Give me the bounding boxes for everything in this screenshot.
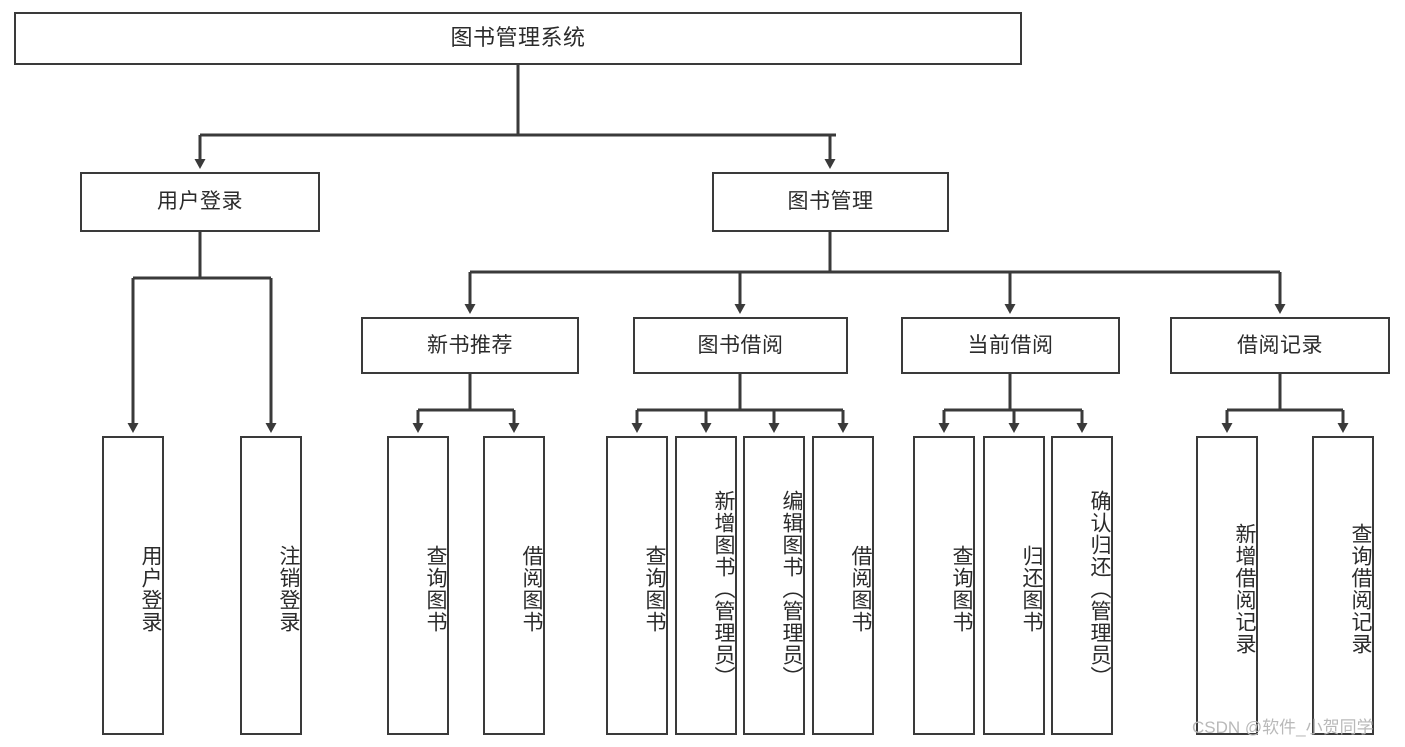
node-new-book-rec-label: 新书推荐 xyxy=(427,333,513,357)
node-leaf-edit-book[interactable]: 编辑图书（管理员） xyxy=(743,436,805,735)
node-leaf-borrow-book-2-label: 借阅图书 xyxy=(849,544,872,633)
node-leaf-confirm-return-label: 确认归还（管理员） xyxy=(1088,489,1111,688)
node-leaf-logout[interactable]: 注销登录 xyxy=(240,436,302,735)
node-leaf-add-book-label: 新增图书（管理员） xyxy=(712,489,735,688)
node-leaf-add-record-label: 新增借阅记录 xyxy=(1233,522,1256,655)
node-leaf-query-book-1-label: 查询图书 xyxy=(424,544,447,633)
node-leaf-query-book-1[interactable]: 查询图书 xyxy=(387,436,449,735)
node-root-label: 图书管理系统 xyxy=(450,25,586,51)
node-leaf-edit-book-label: 编辑图书（管理员） xyxy=(780,489,803,688)
node-book-borrow[interactable]: 图书借阅 xyxy=(633,317,848,374)
node-user-login-label: 用户登录 xyxy=(157,190,243,214)
node-leaf-borrow-book-1[interactable]: 借阅图书 xyxy=(483,436,545,735)
node-leaf-return-book-label: 归还图书 xyxy=(1020,544,1043,633)
node-leaf-add-book[interactable]: 新增图书（管理员） xyxy=(675,436,737,735)
node-leaf-logout-label: 注销登录 xyxy=(277,544,300,633)
node-book-borrow-label: 图书借阅 xyxy=(697,333,784,357)
node-borrow-record[interactable]: 借阅记录 xyxy=(1170,317,1390,374)
node-user-login[interactable]: 用户登录 xyxy=(80,172,320,232)
node-book-manage-label: 图书管理 xyxy=(787,190,874,214)
node-leaf-user-login[interactable]: 用户登录 xyxy=(102,436,164,735)
node-leaf-query-record[interactable]: 查询借阅记录 xyxy=(1312,436,1374,735)
node-current-borrow-label: 当前借阅 xyxy=(967,333,1054,357)
node-leaf-add-record[interactable]: 新增借阅记录 xyxy=(1196,436,1258,735)
node-leaf-query-book-3[interactable]: 查询图书 xyxy=(913,436,975,735)
node-leaf-query-book-2[interactable]: 查询图书 xyxy=(606,436,668,735)
node-leaf-return-book[interactable]: 归还图书 xyxy=(983,436,1045,735)
node-root-system[interactable]: 图书管理系统 xyxy=(14,12,1022,65)
node-leaf-user-login-label: 用户登录 xyxy=(139,544,162,633)
watermark-csdn: CSDN @软件_小贺同学 xyxy=(1192,718,1374,737)
node-leaf-borrow-book-2[interactable]: 借阅图书 xyxy=(812,436,874,735)
node-leaf-query-record-label: 查询借阅记录 xyxy=(1349,522,1372,655)
node-leaf-confirm-return[interactable]: 确认归还（管理员） xyxy=(1051,436,1113,735)
node-new-book-rec[interactable]: 新书推荐 xyxy=(361,317,579,374)
node-leaf-query-book-2-label: 查询图书 xyxy=(643,544,666,633)
node-current-borrow[interactable]: 当前借阅 xyxy=(901,317,1120,374)
node-book-manage[interactable]: 图书管理 xyxy=(712,172,949,232)
node-leaf-query-book-3-label: 查询图书 xyxy=(950,544,973,633)
node-borrow-record-label: 借阅记录 xyxy=(1237,333,1323,357)
node-leaf-borrow-book-1-label: 借阅图书 xyxy=(520,544,543,633)
